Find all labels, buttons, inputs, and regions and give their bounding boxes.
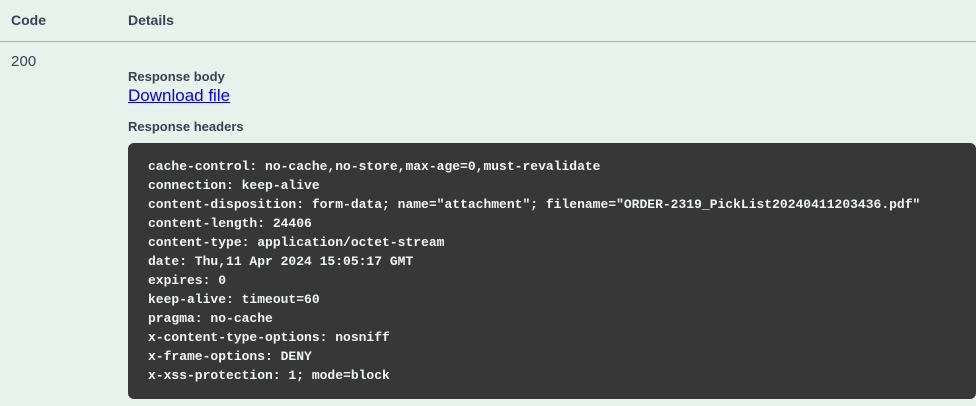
download-link-container: Download file	[125, 85, 976, 106]
response-headers-text: cache-control: no-cache,no-store,max-age…	[148, 159, 921, 384]
table-header-row: Code Details	[0, 0, 976, 42]
response-details-cell: Response body Download file Response hea…	[125, 42, 976, 400]
response-status-code: 200	[11, 53, 37, 70]
table-header: Code Details	[0, 0, 976, 42]
column-header-code: Code	[0, 0, 125, 42]
response-headers-label: Response headers	[128, 119, 244, 135]
response-headers-block: cache-control: no-cache,no-store,max-age…	[128, 143, 976, 400]
column-header-details: Details	[125, 0, 976, 42]
table-body: 200 Response body Download file Response…	[0, 42, 976, 400]
response-body-label: Response body	[128, 69, 225, 84]
download-file-link[interactable]: Download file	[128, 86, 231, 105]
table-row: 200 Response body Download file Response…	[0, 42, 976, 400]
